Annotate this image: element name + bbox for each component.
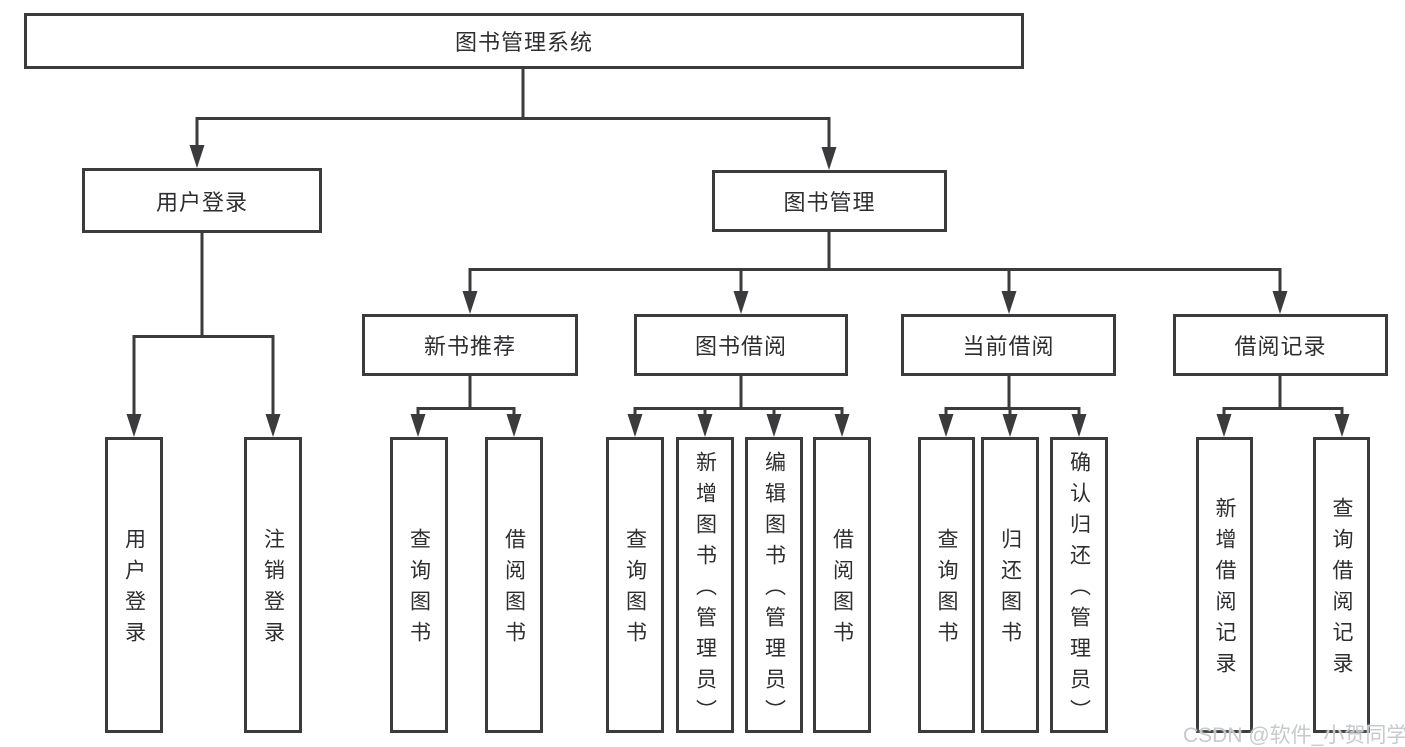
leaf-label: 用户登录 — [122, 528, 146, 652]
leaf-add-borrow-record: 新增借阅记录 — [1196, 437, 1253, 733]
node-user-login: 用户登录 — [82, 168, 322, 233]
node-label: 新书推荐 — [423, 334, 516, 359]
leaf-borrow-books: 借阅图书 — [813, 437, 871, 733]
leaf-label: 查询借阅记录 — [1330, 497, 1353, 683]
leaf-label: 查询图书 — [935, 528, 958, 652]
leaf-add-books-admin: 新增图书（管理员） — [676, 437, 734, 733]
leaf-query-borrow-record: 查询借阅记录 — [1313, 437, 1370, 733]
node-borrow-records: 借阅记录 — [1173, 314, 1388, 376]
node-book-management: 图书管理 — [712, 170, 947, 232]
leaf-label: 借阅图书 — [502, 528, 526, 652]
leaf-query-books: 查询图书 — [918, 437, 975, 733]
node-book-borrow: 图书借阅 — [634, 314, 848, 376]
leaf-label: 新增图书（管理员） — [693, 450, 717, 730]
leaf-return-books: 归还图书 — [981, 437, 1039, 733]
arrowheads — [126, 145, 1350, 437]
node-label: 用户登录 — [155, 189, 248, 215]
node-current-borrow: 当前借阅 — [901, 314, 1116, 376]
node-label: 图书管理 — [783, 190, 876, 215]
leaf-label: 借阅图书 — [830, 528, 854, 652]
csdn-watermark: CSDN @软件_小贺同学 — [1183, 724, 1405, 747]
leaf-logout: 注销登录 — [244, 437, 302, 733]
node-label: 当前借阅 — [962, 334, 1055, 359]
node-label: 图书借阅 — [694, 334, 787, 359]
leaf-label: 注销登录 — [261, 528, 285, 652]
leaf-user-login: 用户登录 — [105, 437, 163, 733]
leaf-label: 查询图书 — [623, 528, 647, 652]
leaf-edit-books-admin: 编辑图书（管理员） — [745, 437, 803, 733]
leaf-label: 归还图书 — [998, 528, 1022, 652]
leaf-borrow-books: 借阅图书 — [485, 437, 543, 733]
leaf-label: 新增借阅记录 — [1213, 497, 1236, 683]
leaf-confirm-return-admin: 确认归还（管理员） — [1050, 437, 1108, 733]
leaf-label: 查询图书 — [407, 528, 431, 652]
node-label: 借阅记录 — [1234, 334, 1327, 359]
node-root: 图书管理系统 — [24, 13, 1024, 69]
node-label: 图书管理系统 — [454, 30, 593, 55]
leaf-label: 确认归还（管理员） — [1067, 450, 1091, 730]
node-new-book-recommend: 新书推荐 — [362, 314, 578, 376]
leaf-label: 编辑图书（管理员） — [762, 450, 786, 730]
leaf-query-books: 查询图书 — [606, 437, 664, 733]
leaf-query-books: 查询图书 — [390, 437, 448, 733]
